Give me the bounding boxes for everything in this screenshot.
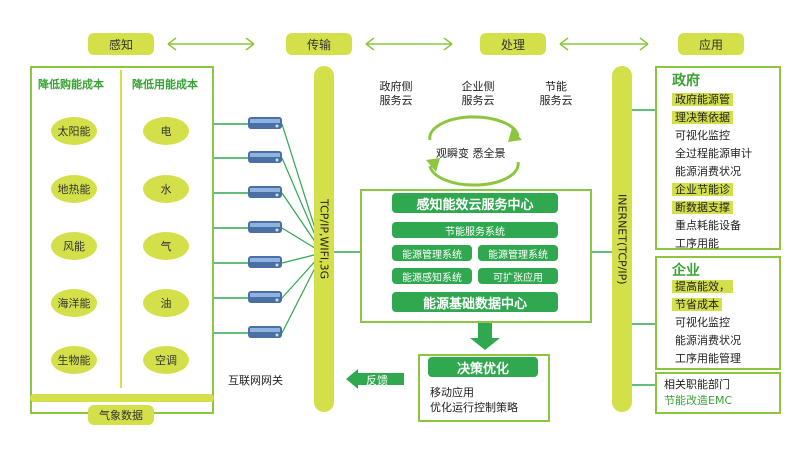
weather-data: 气象数据 (88, 405, 154, 425)
transport-bar: TCP/IP,WIFI,3G (314, 66, 334, 412)
center-title: 感知能效云服务中心 (392, 193, 558, 213)
svc-energy-service: 节能服务系统 (392, 222, 558, 238)
ent-box (655, 256, 781, 370)
gateway-label: 互联网网关 (228, 374, 283, 387)
ent-item-5: 工序用能管理 (675, 352, 741, 365)
gov-title: 政府 (672, 73, 700, 89)
ent-item-1: 提高能效， (672, 280, 733, 293)
dept-line-2: 节能改造EMC (664, 394, 733, 407)
gov-list: 政府能源管 理决策依据 可视化监控 全过程能源审计 能源消费状况 企业节能诊 断… (672, 91, 752, 253)
down-arrow (470, 322, 500, 350)
svc-energy-mgmt-1: 能源管理系统 (392, 245, 472, 261)
weather-bar (30, 394, 214, 402)
energy-wind: 风能 (51, 232, 97, 260)
cycle-head-1 (508, 128, 522, 142)
decision-title: 决策优化 (428, 357, 538, 377)
center-bottom: 能源基础数据中心 (392, 292, 558, 312)
decision-line-2: 优化运行控制策略 (430, 401, 518, 414)
ent-title: 企业 (672, 263, 700, 279)
feedback-arrow (346, 369, 404, 389)
sensing-divider (120, 70, 122, 388)
cycle-arrows (428, 115, 520, 187)
ent-item-4: 能源消费状况 (675, 334, 741, 347)
cloud-energy: 节能 服务云 (539, 80, 573, 107)
gov-item-8: 重点耗能设备 (675, 219, 741, 232)
energy-solar: 太阳能 (51, 117, 97, 145)
gov-item-3: 可视化监控 (675, 129, 730, 142)
energy-bio: 生物能 (51, 346, 97, 374)
gov-item-5: 能源消费状况 (675, 165, 741, 178)
ent-list: 提高能效， 节省成本 可视化监控 能源消费状况 工序用能管理 (672, 278, 741, 368)
decision-line-1: 移动应用 (430, 386, 474, 399)
use-gas: 气 (143, 232, 189, 260)
use-electric: 电 (143, 117, 189, 145)
left-header: 降低购能成本 (38, 78, 104, 91)
use-water: 水 (143, 175, 189, 203)
sensor-links (212, 123, 248, 334)
gov-item-4: 全过程能源审计 (675, 147, 752, 160)
dept-box (655, 372, 781, 414)
cloud-gov: 政府侧 服务云 (379, 80, 413, 107)
right-header: 降低用能成本 (132, 78, 198, 91)
gov-item-7: 断数据支撑 (672, 201, 733, 214)
stage-sense: 感知 (88, 33, 154, 55)
internet-label: INERNET(TCP/IP) (615, 193, 629, 285)
svc-extensible: 可扩张应用 (478, 268, 558, 284)
cycle-head-2 (426, 158, 440, 172)
double-arrow-1 (167, 37, 255, 51)
energy-geothermal: 地热能 (51, 175, 97, 203)
svc-energy-mgmt-2: 能源管理系统 (478, 245, 558, 261)
dept-line-1: 相关职能部门 (664, 378, 730, 391)
use-oil: 油 (143, 289, 189, 317)
center-box (360, 189, 592, 323)
cycle-label: 观瞬变 悉全景 (436, 147, 506, 160)
app-links (632, 109, 655, 386)
double-arrow-3 (559, 37, 649, 51)
stage-transport: 传输 (286, 33, 352, 55)
stage-apply: 应用 (678, 33, 744, 55)
feedback-label: 反馈 (366, 374, 388, 387)
svc-energy-sense: 能源感知系统 (392, 268, 472, 284)
gov-item-6: 企业节能诊 (672, 183, 733, 196)
decision-box (418, 354, 550, 422)
transport-label: TCP/IP,WIFI,3G (317, 198, 331, 280)
double-arrow-2 (365, 37, 453, 51)
gov-item-2: 理决策依据 (672, 111, 733, 124)
router-icons (248, 117, 282, 338)
use-ac: 空调 (143, 346, 189, 374)
ent-item-2: 节省成本 (672, 298, 722, 311)
ent-item-3: 可视化监控 (675, 316, 730, 329)
gov-item-1: 政府能源管 (672, 93, 733, 106)
gov-item-9: 工序用能 (675, 237, 719, 250)
cloud-ent: 企业侧 服务云 (461, 80, 495, 107)
energy-ocean: 海洋能 (51, 289, 97, 317)
router-links (281, 123, 319, 334)
stage-process: 处理 (480, 33, 546, 55)
gov-box (655, 66, 781, 250)
internet-bar: INERNET(TCP/IP) (612, 66, 632, 412)
